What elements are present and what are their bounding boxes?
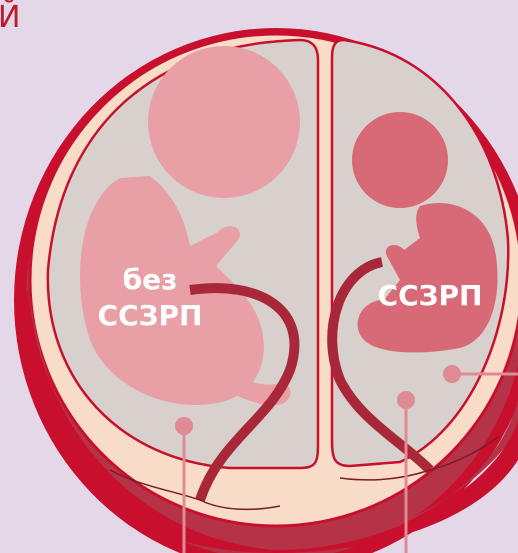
label-no-sgr-line2: ССЗРП [70, 298, 230, 334]
label-sgr: ССЗРП [360, 278, 500, 314]
label-no-sgr: без ССЗРП [70, 262, 230, 334]
label-no-sgr-line1: без [70, 262, 230, 298]
